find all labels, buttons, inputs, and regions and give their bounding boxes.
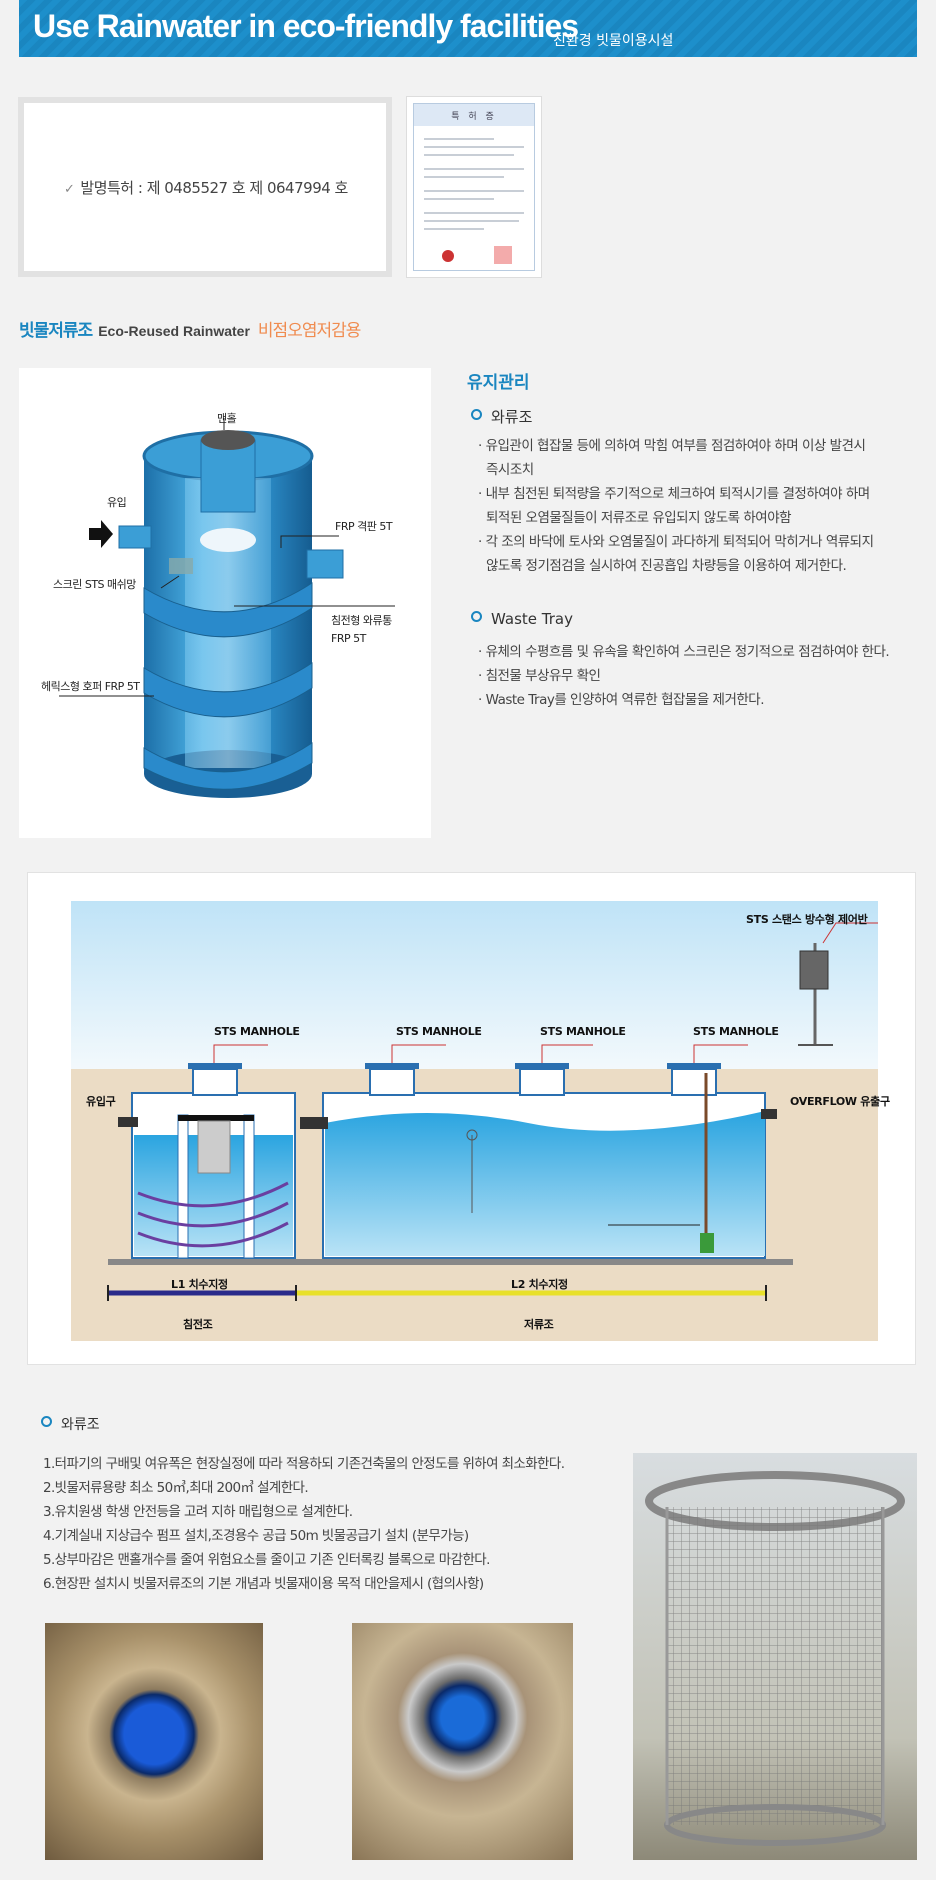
note-item: 6.현장판 설치시 빗물저류조의 기본 개념과 빗물재이용 목적 대안을제시 (… (43, 1576, 484, 1592)
label-manhole: 맨홀 (217, 412, 237, 425)
maintenance-line: · 내부 침전된 퇴적량을 주기적으로 체크하여 퇴적시기를 결정하여야 하며 (478, 486, 870, 502)
photo-screen-inlet (352, 1623, 573, 1860)
label-manhole: STS MANHOLE (214, 1025, 300, 1038)
page-title: Use Rainwater in eco-friendly facilities (33, 8, 579, 44)
label-l1: L1 치수지정 (171, 1278, 228, 1291)
notes-title: 와류조 (41, 1414, 100, 1434)
label-screen: 스크린 STS 매쉬망 (53, 578, 136, 591)
label-inlet: 유입구 (86, 1095, 116, 1108)
patent-text: ✓ 발명특허 : 제 0485527 호 제 0647994 호 (64, 177, 348, 198)
label-control-panel: STS 스탠스 방수형 제어반 (746, 913, 868, 926)
check-icon: ✓ (64, 182, 75, 197)
maintenance-tray-title: Waste Tray (471, 610, 573, 628)
maintenance-vortex-title: 와류조 (471, 406, 532, 427)
label-baffle: FRP 격판 5T (335, 520, 393, 533)
note-item: 3.유치원생 학생 안전등을 고려 지하 매립형으로 설계한다. (43, 1504, 353, 1520)
tank-drawing (59, 418, 395, 798)
certificate-title: 특 허 증 (451, 112, 497, 122)
seal-icon (442, 250, 454, 262)
note-item: 1.터파기의 구배및 여유폭은 현장실정에 따라 적용하되 기존건축물의 안정도… (43, 1456, 565, 1472)
label-tank1: 침전조 (183, 1318, 213, 1331)
patent-certificate-image: 특 허 증 (406, 96, 542, 278)
label-l2: L2 치수지정 (511, 1278, 568, 1291)
section-title-note: 비점오염저감용 (257, 321, 361, 341)
note-item: 4.기계실내 지상급수 펌프 설치,조경용수 공급 50m 빗물공급기 설치 (… (43, 1528, 469, 1544)
label-manhole: STS MANHOLE (540, 1025, 626, 1038)
patent-info-box: ✓ 발명특허 : 제 0485527 호 제 0647994 호 (18, 97, 392, 277)
label-manhole: STS MANHOLE (396, 1025, 482, 1038)
schematic-drawing (71, 901, 878, 1341)
label-helix: 헤릭스형 호퍼 FRP 5T (41, 680, 140, 693)
label-overflow: OVERFLOW 유출구 (790, 1095, 890, 1108)
label-tank2: 저류조 (524, 1318, 554, 1331)
system-schematic: STS 스탠스 방수형 제어반 STS MANHOLE STS MANHOLE … (27, 872, 916, 1365)
note-item: 2.빗물저류용량 최소 50㎥,최대 200㎥ 설계한다. (43, 1480, 309, 1496)
page-header: Use Rainwater in eco-friendly facilities… (19, 0, 917, 57)
photo-waste-tray (633, 1453, 917, 1860)
photo-vortex-tank-top (45, 1623, 263, 1860)
stamp-icon (494, 246, 512, 264)
maintenance-line: · 유입관이 협잡물 등에 의하여 막힘 여부를 점검하여야 하며 이상 발견시 (478, 438, 866, 454)
patent-numbers: 발명특허 : 제 0485527 호 제 0647994 호 (80, 179, 348, 197)
vortex-tank-illustration: 맨홀 유입 FRP 격판 5T 스크린 STS 매쉬망 침전형 와류통 FRP … (19, 368, 431, 838)
inlet-arrow-icon (89, 520, 113, 548)
page-subtitle: 친환경 빗물이용시설 (553, 33, 674, 49)
maintenance-line: · Waste Tray를 인양하여 역류한 협잡물을 제거한다. (478, 692, 765, 708)
maintenance-line: 않도록 정기점검을 실시하여 진공흡입 차량등을 이용하여 제거한다. (486, 558, 847, 574)
label-manhole: STS MANHOLE (693, 1025, 779, 1038)
section-title-ko: 빗물저류조 (19, 321, 93, 341)
section-heading: 빗물저류조 Eco-Reused Rainwater 비점오염저감용 (19, 316, 361, 341)
note-item: 5.상부마감은 맨홀개수를 줄여 위험요소를 줄이고 기존 인터록킹 블록으로 … (43, 1552, 490, 1568)
maintenance-line: 퇴적된 오염물질들이 저류조로 유입되지 않도록 하여야함 (486, 510, 792, 526)
label-sedimentation: 침전형 와류통 (331, 614, 392, 627)
label-inlet: 유입 (107, 496, 127, 509)
maintenance-line: · 각 조의 바닥에 토사와 오염물질이 과다하게 퇴적되어 막히거나 역류되지 (478, 534, 874, 550)
label-sedimentation-material: FRP 5T (331, 632, 366, 645)
maintenance-line: · 침전물 부상유무 확인 (478, 668, 601, 684)
section-title-en: Eco-Reused Rainwater (98, 323, 250, 339)
maintenance-line: · 유체의 수평흐름 및 유속을 확인하여 스크린은 정기적으로 점검하여야 한… (478, 644, 890, 660)
maintenance-line: 즉시조치 (486, 462, 534, 478)
maintenance-heading: 유지관리 (467, 373, 530, 393)
